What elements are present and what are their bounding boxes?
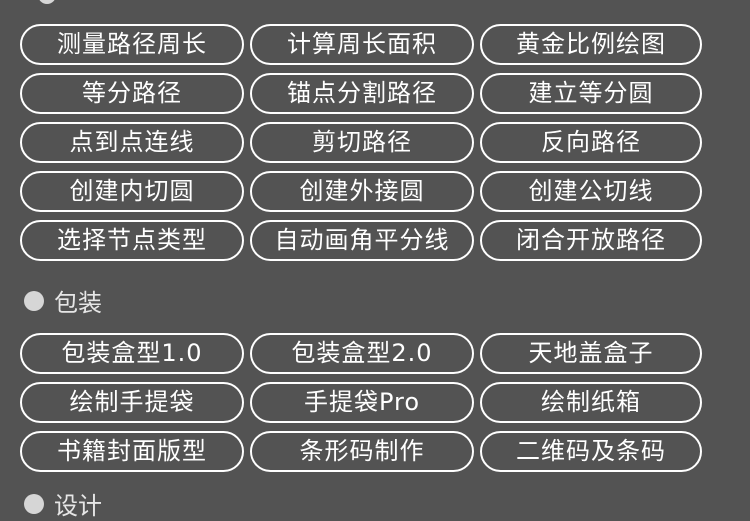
section-dot-icon [24, 290, 44, 311]
tool-button-barcode[interactable]: 条形码制作 [250, 431, 474, 472]
tool-button-draw-handbag[interactable]: 绘制手提袋 [20, 382, 244, 423]
tool-button-cut-path[interactable]: 剪切路径 [250, 122, 474, 163]
tool-button-measure-path-length[interactable]: 测量路径周长 [20, 24, 244, 65]
tool-button-box-template-1[interactable]: 包装盒型1.0 [20, 333, 244, 374]
tool-button-split-at-anchor[interactable]: 锚点分割路径 [250, 73, 474, 114]
section-header-packaging: 包装 [24, 283, 102, 318]
tool-button-golden-ratio[interactable]: 黄金比例绘图 [480, 24, 702, 65]
tool-button-common-tangent[interactable]: 创建公切线 [480, 171, 702, 212]
tool-button-qrcode-barcode[interactable]: 二维码及条码 [480, 431, 702, 472]
tool-button-close-open-path[interactable]: 闭合开放路径 [480, 220, 702, 261]
section-dot-icon [24, 493, 44, 514]
tool-button-inscribed-circle[interactable]: 创建内切圆 [20, 171, 244, 212]
section-marker-partial [38, 0, 98, 4]
section-header-design: 设计 [24, 486, 102, 521]
tool-button-divided-circle[interactable]: 建立等分圆 [480, 73, 702, 114]
tool-button-point-to-point-line[interactable]: 点到点连线 [20, 122, 244, 163]
tool-button-lid-box[interactable]: 天地盖盒子 [480, 333, 702, 374]
tool-button-box-template-2[interactable]: 包装盒型2.0 [250, 333, 474, 374]
section-dot-icon [38, 0, 56, 4]
tool-button-divide-path[interactable]: 等分路径 [20, 73, 244, 114]
tool-button-book-cover[interactable]: 书籍封面版型 [20, 431, 244, 472]
packaging-button-grid: 包装盒型1.0 包装盒型2.0 天地盖盒子 绘制手提袋 手提袋Pro 绘制纸箱 … [20, 333, 702, 472]
tool-button-calc-perimeter-area[interactable]: 计算周长面积 [250, 24, 474, 65]
tool-button-draw-carton[interactable]: 绘制纸箱 [480, 382, 702, 423]
tool-button-select-node-type[interactable]: 选择节点类型 [20, 220, 244, 261]
tool-button-angle-bisector[interactable]: 自动画角平分线 [250, 220, 474, 261]
tool-button-reverse-path[interactable]: 反向路径 [480, 122, 702, 163]
section-title: 设计 [54, 492, 102, 520]
tool-button-handbag-pro[interactable]: 手提袋Pro [250, 382, 474, 423]
path-tools-button-grid: 测量路径周长 计算周长面积 黄金比例绘图 等分路径 锚点分割路径 建立等分圆 点… [20, 24, 702, 261]
tool-button-circumscribed-circle[interactable]: 创建外接圆 [250, 171, 474, 212]
section-title: 包装 [54, 289, 102, 317]
